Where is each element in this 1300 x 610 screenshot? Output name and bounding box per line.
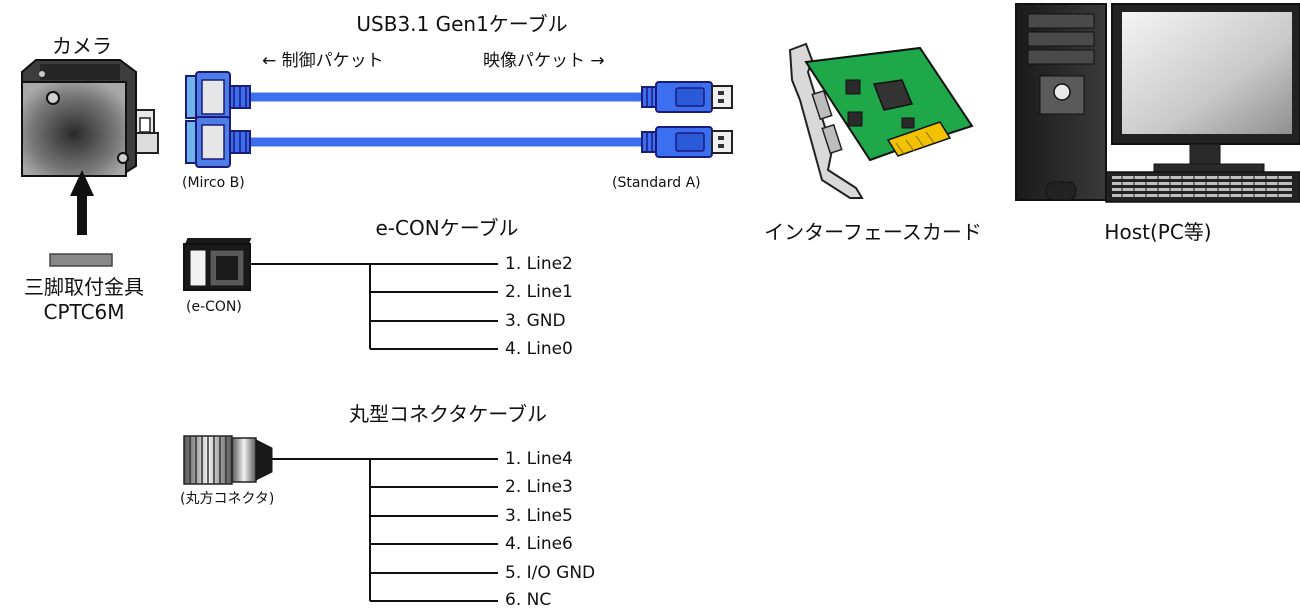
round-pin-6: 6. NC: [505, 590, 552, 610]
econ-wiring: [250, 263, 498, 350]
round-wiring: [272, 458, 498, 602]
econ-pin-4: 4. Line0: [505, 339, 573, 359]
camera-label: カメラ: [52, 34, 112, 58]
video-packet-label: 映像パケット →: [483, 51, 605, 71]
micro-b-label: (Mirco B): [182, 175, 245, 191]
usb-cable-title: USB3.1 Gen1ケーブル: [356, 12, 568, 36]
round-pin-1: 1. Line4: [505, 449, 573, 469]
econ-pin-1: 1. Line2: [505, 254, 573, 274]
econ-connector-icon: [183, 238, 252, 291]
mount-arrow-icon: [70, 170, 94, 235]
round-pin-5: 5. I/O GND: [505, 563, 596, 583]
round-cable-title: 丸型コネクタケーブル: [349, 402, 547, 426]
tripod-model: CPTC6M: [43, 300, 125, 324]
host-label: Host(PC等): [1104, 220, 1212, 244]
econ-cable-title: e-CONケーブル: [375, 216, 519, 240]
round-pin-2: 2. Line3: [505, 477, 573, 497]
round-connector-label: (丸方コネクタ): [180, 491, 275, 507]
interface-card-icon: [788, 42, 974, 199]
interface-card-label: インターフェースカード: [764, 220, 982, 244]
host-pc-icon: [1015, 3, 1300, 203]
standard-a-label: (Standard A): [612, 175, 701, 191]
econ-pin-3: 3. GND: [505, 311, 566, 331]
round-pin-4: 4. Line6: [505, 534, 573, 554]
usb-cable-icon: [185, 71, 733, 168]
econ-connector-label: (e-CON): [186, 299, 242, 315]
camera-icon: [21, 59, 159, 177]
round-pin-3: 3. Line5: [505, 506, 573, 526]
round-connector-icon: [183, 435, 273, 485]
control-packet-label: ← 制御パケット: [262, 51, 384, 71]
tripod-label: 三脚取付金具: [24, 275, 144, 299]
econ-pin-2: 2. Line1: [505, 282, 573, 302]
tripod-mount-icon: [49, 253, 113, 267]
